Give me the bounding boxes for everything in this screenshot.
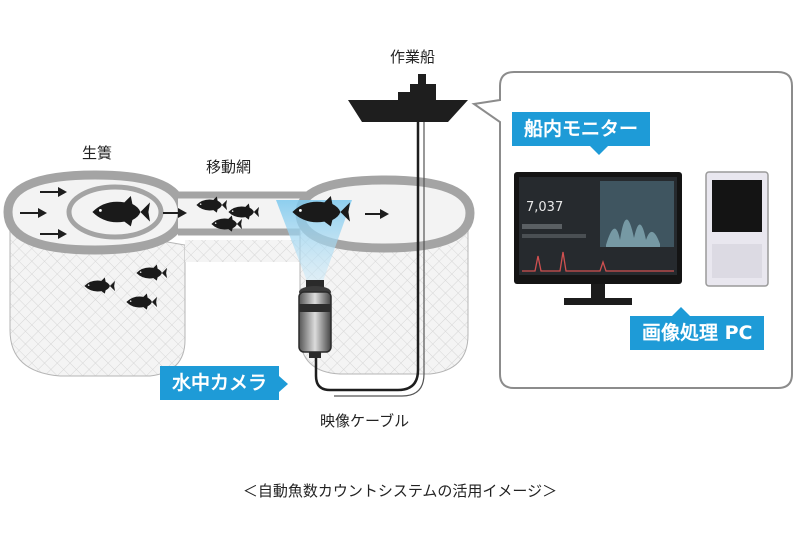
moving-net-label: 移動網 [206,158,252,176]
arrow-icon [163,208,187,218]
fish-group [84,196,350,310]
fish-icon [196,196,227,213]
arrow-icon [40,187,67,197]
fish-icon [136,264,167,281]
fish-pen [3,170,187,377]
onboard-monitor-device [514,172,682,305]
fish-icon [84,277,115,294]
camera-view-cone [276,200,352,284]
arrow-icon [365,209,389,219]
flow-arrows [20,187,389,239]
monitor-count: 7,037 [526,200,564,215]
work-boat [348,74,468,122]
arrow-icon [40,229,67,239]
fish-icon [228,203,259,220]
arrow-icon [20,208,47,218]
underwater-camera-tag: 水中カメラ [160,366,289,400]
fish-icon [292,196,350,227]
image-pc-device [705,171,769,287]
fish-icon [211,215,242,232]
fish-icon [92,196,150,227]
video-cable-label: 映像ケーブル [320,412,410,430]
video-cable [314,118,425,397]
fish-pen-label: 生簀 [82,144,113,162]
underwater-camera-device [298,280,332,358]
image-pc-tag: 画像処理 PC [630,307,765,350]
fish-icon [126,293,157,310]
onboard-monitor-tag: 船内モニター [512,112,651,155]
work-boat-label: 作業船 [390,48,436,66]
caption: ＜自動魚数カウントシステムの活用イメージ＞ [242,482,558,500]
